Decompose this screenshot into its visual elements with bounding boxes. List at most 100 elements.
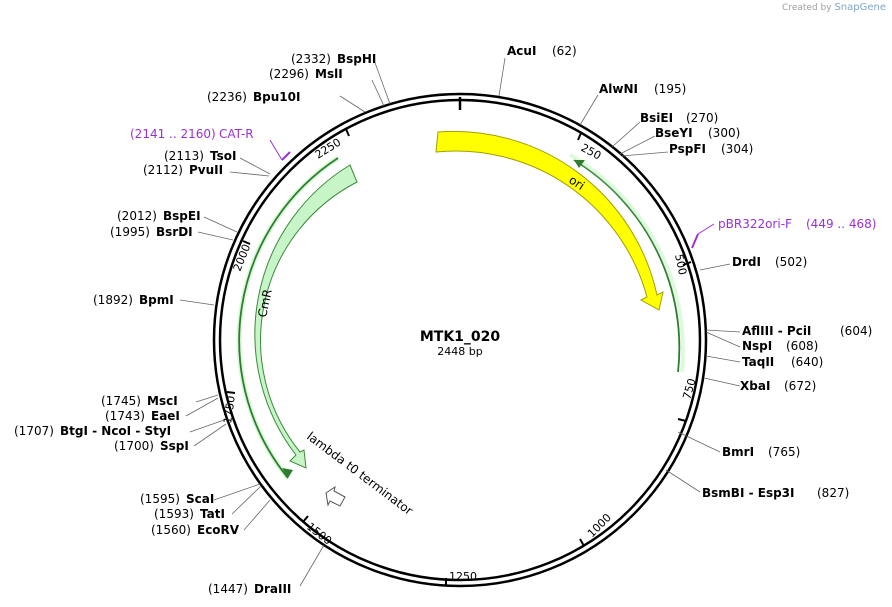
tick-label-1500: 1500 [304,520,334,547]
enzyme-drdi-name[interactable]: DrdI [732,255,761,269]
enzyme-draiii-pos: (1447) [208,582,248,596]
enzyme-pspfi-pos: (304) [721,142,753,156]
plasmid-length: 2448 bp [437,345,482,358]
enzyme-scai-pos: (1595) [140,492,180,506]
enzyme-afliii-pcii-pos: (604) [840,324,872,338]
leader-bsrdi [197,231,234,241]
enzyme-acui-pos: (62) [552,44,577,58]
tick-mark-1500 [302,515,309,523]
enzyme-bpmi-name[interactable]: BpmI [139,293,174,307]
tick-label-1750: 1750 [221,395,238,425]
leader-btgi-ncoi-styi [189,419,225,433]
enzyme-nspi-name[interactable]: NspI [742,339,772,353]
leader-afliii-pcii [705,329,741,333]
enzyme-bsiei-name[interactable]: BsiEI [640,111,673,125]
leader-taqii [705,355,741,363]
feature-lambda-t0-terminator-arrow[interactable] [325,485,346,507]
enzyme-bmri-pos: (765) [768,445,800,459]
leader-bsmbi-esp3i [665,469,701,493]
leader-scai [213,483,261,501]
feature-ori-arrow[interactable] [435,130,664,311]
enzyme-msci-pos: (1745) [101,394,141,408]
scale-ticks [226,128,692,586]
snapgene-logo: SnapGene [834,2,886,13]
enzyme-bsrdi-pos: (1995) [110,225,150,239]
leader-bsphi [373,59,391,105]
left-enzyme-labels: (2332) BspHI (2296) MslI (2236) Bpu10I (… [14,52,376,596]
enzyme-taqii-name[interactable]: TaqII [742,355,774,369]
tick-label-500: 500 [672,253,689,276]
leader-bpu10i [339,95,366,113]
leader-draiii [299,544,325,587]
enzyme-btgi-ncoi-styi-pos: (1707) [14,424,54,438]
leader-tati [231,485,262,515]
enzyme-bsrdi-name[interactable]: BsrDI [156,225,193,239]
primer-pbr322ori-f-leader [697,223,715,235]
enzyme-eaei-name[interactable]: EaeI [151,409,180,423]
tick-mark-750 [677,418,687,422]
primer-pbr322ori-f-pos: (449 .. 468) [806,217,876,231]
enzyme-bpu10i-pos: (2236) [207,90,247,104]
primer-cat-r-name[interactable]: CAT-R [219,127,254,141]
enzyme-sspi-name[interactable]: SspI [160,439,189,453]
tick-mark-1000 [579,538,585,547]
ori-strand-arrowhead [574,160,585,168]
enzyme-ecorv-name[interactable]: EcoRV [197,523,240,537]
enzyme-tati-pos: (1593) [154,507,194,521]
leader-nspi [705,331,741,348]
leader-bseyi [619,135,656,155]
leader-xbai [703,377,741,387]
enzyme-scai-name[interactable]: ScaI [186,492,214,506]
enzyme-btgi-ncoi-styi-name[interactable]: BtgI - NcoI - StyI [60,424,171,438]
primer-pbr322ori-f-mark [691,233,699,249]
tick-mark-2250 [345,128,350,137]
leader-msci [195,394,219,403]
primer-cat-r-leader [269,139,283,161]
enzyme-bseyi-pos: (300) [708,126,740,140]
enzyme-bpmi-pos: (1892) [93,293,133,307]
leader-ecorv [243,499,271,531]
enzyme-alwni-pos: (195) [654,82,686,96]
tick-label-750: 750 [680,377,698,401]
enzyme-draiii-name[interactable]: DraIII [254,582,291,596]
enzyme-pspfi-name[interactable]: PspFI [669,142,706,156]
tick-mark-500 [682,261,692,266]
primer-pbr322ori-f-name[interactable]: pBR322ori-F [718,217,792,231]
leader-tsoi [239,157,271,175]
cmr-strand-line [238,157,339,479]
enzyme-ecorv-pos: (1560) [151,523,191,537]
enzyme-bpu10i-name[interactable]: Bpu10I [253,90,300,104]
enzyme-sspi-pos: (1700) [114,439,154,453]
enzyme-bspei-pos: (2012) [117,209,157,223]
enzyme-xbai-name[interactable]: XbaI [740,379,770,393]
enzyme-pvuii-pos: (2112) [143,163,183,177]
enzyme-alwni-name[interactable]: AlwNI [599,82,638,96]
leader-drdi [699,263,731,271]
enzyme-bmri-name[interactable]: BmrI [722,445,754,459]
tick-mark-2000 [242,240,251,245]
enzyme-bseyi-name[interactable]: BseYI [655,126,693,140]
enzyme-bsphi-name[interactable]: BspHI [337,52,376,66]
enzyme-bsiei-pos: (270) [686,111,718,125]
leader-alwni [579,94,599,126]
enzyme-acui-name[interactable]: AcuI [507,44,536,58]
snapgene-branding: Created by SnapGene [782,2,886,13]
enzyme-pvuii-name[interactable]: PvuII [189,163,223,177]
enzyme-tsoi-name[interactable]: TsoI [210,149,236,163]
ori-strand-line [573,159,681,373]
leader-pvuii [229,171,270,177]
feature-lambda-t0-terminator-label: lambda t0 terminator [304,429,415,518]
tick-label-1250: 1250 [449,570,477,583]
enzyme-bsmbi-esp3i-name[interactable]: BsmBI - Esp3I [702,486,794,500]
ori-strand-highlight [568,153,685,373]
primer-cat-r-mark [281,151,291,161]
enzyme-afliii-pcii-name[interactable]: AflIII - PciI [742,324,811,338]
feature-cmr-arrow[interactable] [254,164,358,469]
tick-mark-250 [577,132,582,141]
enzyme-msli-name[interactable]: MslI [315,67,343,81]
enzyme-tati-name[interactable]: TatI [200,507,225,521]
enzyme-msci-name[interactable]: MscI [147,394,178,408]
enzyme-msli-pos: (2296) [269,67,309,81]
enzyme-bspei-name[interactable]: BspEI [163,209,201,223]
scale-tick-labels: 250 500 750 1000 1250 1500 1750 2000 225… [221,136,699,583]
